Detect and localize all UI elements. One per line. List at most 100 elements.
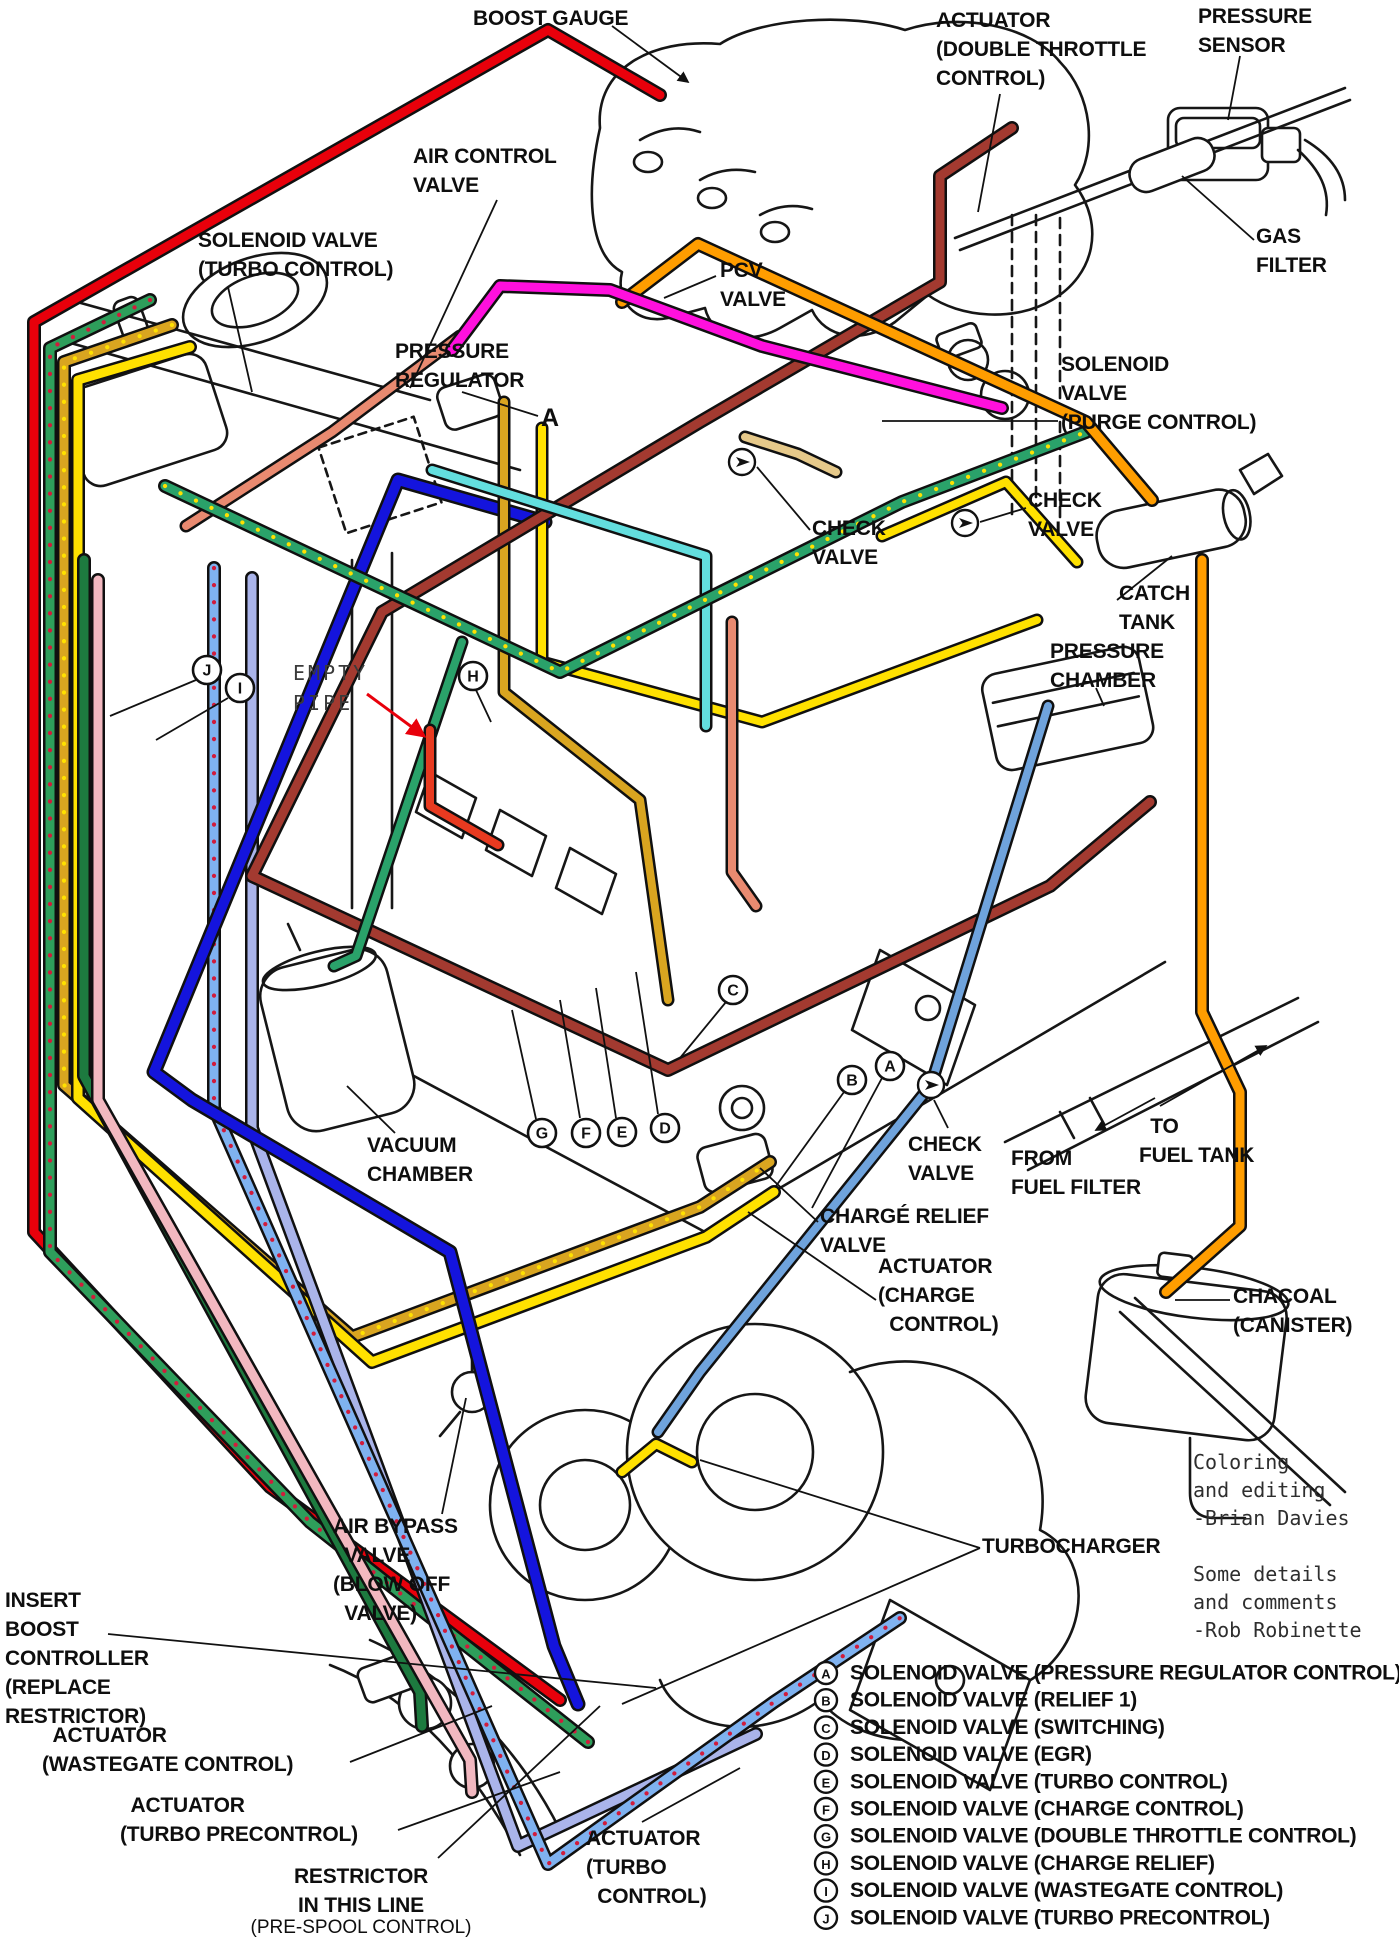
svg-text:SOLENOID VALVE (DOUBLE THROTTL: SOLENOID VALVE (DOUBLE THROTTLE CONTROL) [850,1825,1356,1848]
leader-line [461,391,539,417]
svg-text:B: B [821,1694,830,1709]
leader-line [977,93,1001,213]
legend-row-C: C SOLENOID VALVE (SWITCHING) [813,1715,1165,1740]
leader-line [437,1705,601,1859]
hose-lightblue-pressure-chamber [651,699,1055,1439]
leader-line [349,1705,493,1763]
check-valve-symbol [950,508,980,538]
leader-line [441,1397,467,1515]
leader-line [1095,687,1105,707]
leader-line [511,1009,537,1120]
leader-line [397,1771,561,1831]
svg-text:I: I [238,681,242,698]
svg-text:SOLENOID VALVE (WASTEGATE CONT: SOLENOID VALVE (WASTEGATE CONTROL) [850,1879,1283,1902]
leader-line [366,692,427,738]
svg-text:G: G [536,1126,548,1143]
callout-E: E [606,1116,638,1148]
check-valve-symbol [916,1070,946,1100]
leader-line [759,1167,819,1223]
leader-line [227,286,253,393]
leader-line [811,1077,883,1209]
svg-text:E: E [822,1775,831,1790]
leader-line [107,1633,657,1689]
leader-line [699,1459,981,1549]
svg-text:SOLENOID VALVE (SWITCHING): SOLENOID VALVE (SWITCHING) [850,1716,1165,1739]
hose-salmon-regulator [179,329,467,533]
svg-text:H: H [821,1857,830,1872]
svg-text:J: J [203,663,212,680]
check-valve-symbol [727,447,757,477]
svg-text:A: A [884,1059,896,1076]
callout-C: C [717,974,749,1006]
leader-line [663,275,717,299]
hose-red-empty-pipe [423,723,505,852]
hose-yellow-left [71,340,781,1369]
leader-line [979,507,1027,523]
hose-yellow-check-right [875,475,1084,569]
legend-row-G: G SOLENOID VALVE (DOUBLE THROTTLE CONTROL… [813,1823,1357,1849]
svg-text:SOLENOID VALVE (TURBO CONTROL): SOLENOID VALVE (TURBO CONTROL) [850,1770,1228,1793]
leader-line [155,697,229,741]
svg-text:C: C [821,1721,831,1736]
callout-A: A [874,1050,906,1082]
hose-magenta [445,279,1009,415]
hose-maroon-main [245,121,1157,1077]
svg-text:J: J [822,1911,829,1926]
svg-text:D: D [821,1748,830,1763]
svg-text:SOLENOID VALVE (TURBO PRECONTR: SOLENOID VALVE (TURBO PRECONTROL) [850,1906,1270,1929]
svg-text:SOLENOID VALVE (RELIEF 1): SOLENOID VALVE (RELIEF 1) [850,1689,1137,1712]
legend-row-I: I SOLENOID VALVE (WASTEGATE CONTROL) [813,1878,1283,1903]
svg-text:SOLENOID VALVE (EGR): SOLENOID VALVE (EGR) [850,1743,1092,1766]
leader-line [1159,1045,1268,1107]
hose-green-dotted-left [43,293,595,1749]
hose-yellow-turbo-elbow [615,1437,699,1479]
svg-text:B: B [846,1073,858,1090]
callout-H: H [457,660,489,692]
leader-line [756,466,811,531]
legend-row-D: D SOLENOID VALVE (EGR) [813,1742,1092,1767]
callout-J: J [191,654,223,686]
leader-line [775,1091,845,1187]
leader-line [747,1211,877,1301]
leader-line [1094,1097,1156,1131]
legend-row-H: H SOLENOID VALVE (CHARGE RELIEF) [813,1851,1215,1876]
hose-orange-canister [1159,553,1247,1299]
hose-orange-catch-tank [615,237,1159,507]
check-valve-symbols-layer [727,447,980,1100]
svg-text:SOLENOID VALVE (CHARGE CONTROL: SOLENOID VALVE (CHARGE CONTROL) [850,1798,1244,1821]
leader-line [109,679,197,717]
callout-B: B [836,1064,868,1096]
svg-text:G: G [821,1830,831,1845]
hose-yellow-center [535,421,1044,729]
leader-line [679,1001,727,1059]
svg-text:SOLENOID VALVE (CHARGE RELIEF): SOLENOID VALVE (CHARGE RELIEF) [850,1852,1215,1875]
legend-row-E: E SOLENOID VALVE (TURBO CONTROL) [813,1769,1228,1795]
svg-text:I: I [824,1884,828,1899]
hose-green-yellowdot-cross [158,425,1093,679]
svg-text:H: H [467,669,479,686]
svg-text:F: F [581,1126,591,1143]
leader-line [933,1099,949,1129]
hose-pink-insert-boost [91,573,479,1799]
hose-tan-check [738,430,843,479]
legend-row-J: J SOLENOID VALVE (TURBO PRECONTROL) [813,1905,1270,1931]
legend-row-B: B SOLENOID VALVE (RELIEF 1) [813,1687,1137,1713]
svg-text:A: A [821,1667,831,1682]
svg-text:D: D [659,1121,671,1138]
leader-line [595,987,617,1119]
hose-salmon-center [725,615,763,913]
callout-D: D [649,1112,681,1144]
callout-F: F [570,1117,602,1149]
leader-line [1116,555,1173,601]
leader-lines-layer [107,25,1268,1859]
leader-line [475,689,492,723]
hose-blue-main [146,472,586,1712]
leader-line [635,971,659,1115]
leader-line [1227,55,1241,121]
leader-line [1181,175,1255,241]
callout-G: G [526,1117,558,1149]
